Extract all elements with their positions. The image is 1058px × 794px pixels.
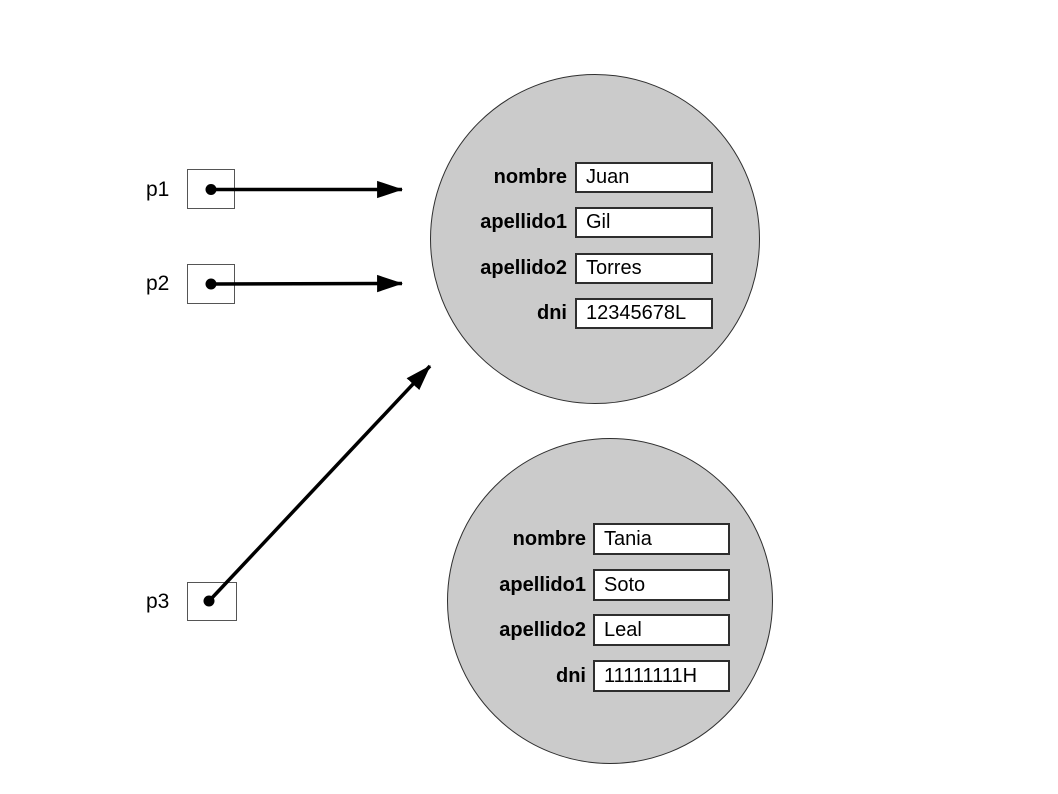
field-value: 12345678L [586,302,687,324]
field-row-obj1-apellido1: apellido1 Gil [430,207,713,238]
field-row-obj2-nombre: nombre Tania [450,523,730,555]
field-label: dni [556,664,586,687]
field-label: nombre [512,527,586,550]
object-circle-2 [447,438,773,764]
pointer-box-p3 [187,582,237,621]
field-label: apellido1 [480,211,567,233]
object-circle-1 [430,74,760,404]
field-label: apellido1 [499,573,586,596]
field-row-obj1-apellido2: apellido2 Torres [430,253,713,284]
pointer-arrow-p3 [209,364,432,601]
field-label: dni [537,302,567,324]
field-value-box: Torres [575,253,713,284]
field-value-box: 12345678L [575,298,713,329]
field-label: nombre [493,166,567,188]
pointer-arrow-p2 [213,274,404,293]
pointer-label-p2: p2 [146,272,170,295]
field-value-box: Leal [593,614,730,646]
field-value: Tania [604,527,652,550]
pointer-box-p1 [187,169,235,209]
field-row-obj1-dni: dni 12345678L [430,298,713,329]
field-value-box: Soto [593,569,730,601]
field-value: Torres [586,257,642,279]
field-value-box: Juan [575,162,713,193]
field-value: Soto [604,573,646,596]
field-value: Juan [586,166,630,188]
field-row-obj2-dni: dni 11111111H [450,660,730,692]
field-value: Gil [586,211,611,233]
field-row-obj2-apellido2: apellido2 Leal [450,614,730,646]
pointer-box-p2 [187,264,235,304]
field-row-obj1-nombre: nombre Juan [430,162,713,193]
pointer-label-p3: p3 [146,590,170,613]
field-value-box: Gil [575,207,713,238]
field-label: apellido2 [499,618,586,641]
field-value: Leal [604,618,642,641]
field-value-box: 11111111H [593,660,730,692]
field-row-obj2-apellido1: apellido1 Soto [450,569,730,601]
pointer-label-p1: p1 [146,178,170,201]
field-label: apellido2 [480,257,567,279]
field-value-box: Tania [593,523,730,555]
field-value: 11111111H [604,664,698,687]
